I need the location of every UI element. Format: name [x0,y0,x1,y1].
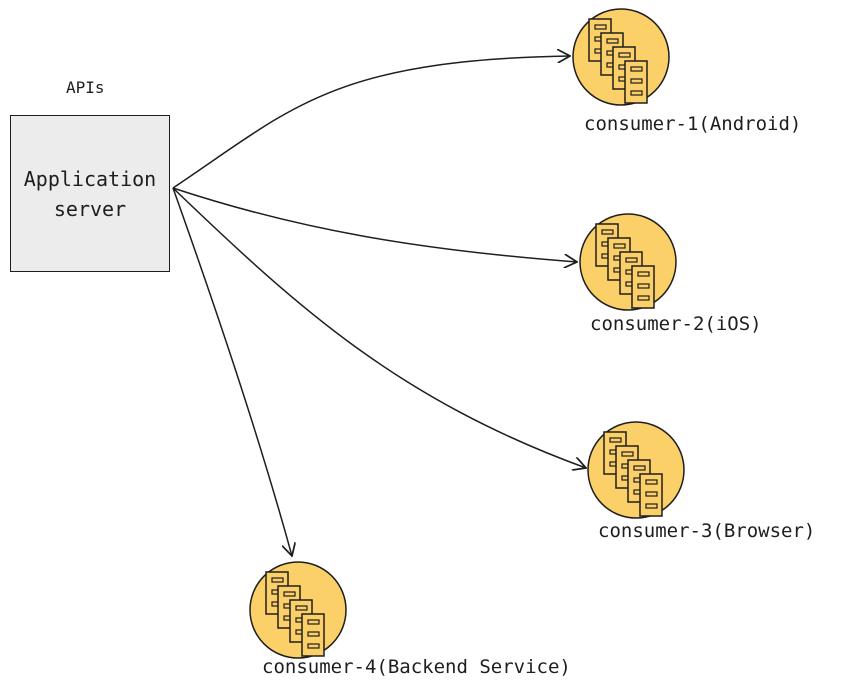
consumer-3-label: consumer-3(Browser) [598,520,816,542]
consumer-1-label: consumer-1(Android) [584,113,802,135]
consumer-3-node[interactable] [587,421,685,519]
consumer-2-node[interactable] [579,213,677,311]
arrow-to-consumer-1 [172,56,570,189]
consumer-4-node[interactable] [249,561,347,659]
consumer-4-label: consumer-4(Backend Service) [262,656,571,678]
consumer-1-node[interactable] [572,8,670,106]
server-caption: APIs [66,78,105,97]
server-stack-icon [595,223,655,309]
server-label-line1: Application [23,166,157,191]
arrow-to-consumer-3 [172,187,586,468]
arrow-to-consumer-2 [172,187,577,262]
server-stack-icon [265,571,325,657]
consumer-2-label: consumer-2(iOS) [590,313,762,335]
server-stack-icon [603,431,663,517]
server-label-line2: server [53,196,127,221]
arrow-to-consumer-4 [172,187,292,556]
application-server-node[interactable]: Application server [10,115,170,272]
server-stack-icon [588,18,648,104]
